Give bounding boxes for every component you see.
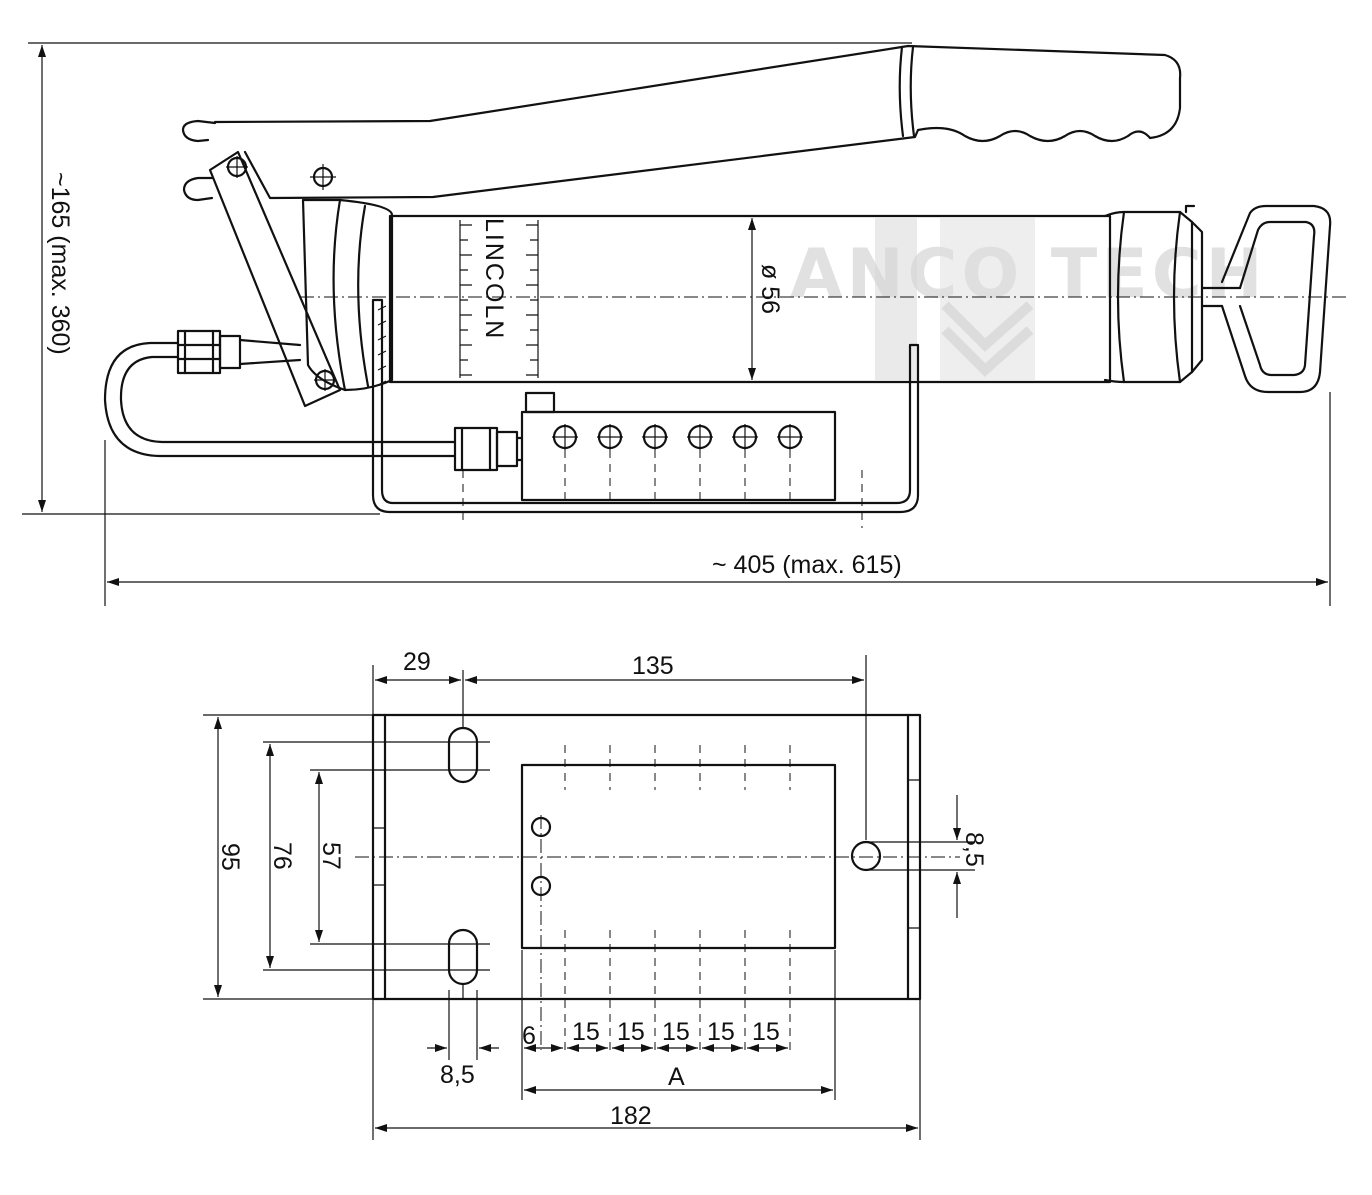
watermark-logo (875, 218, 1035, 380)
length-label: ~ 405 (max. 615) (712, 551, 902, 579)
barrel-scale (459, 220, 539, 378)
dim-pitch-label-3: 15 (662, 1018, 690, 1046)
mounting-bracket (371, 298, 920, 514)
clip-upper (181, 119, 217, 143)
dim-57-label: 57 (317, 842, 345, 870)
dim-hole-label: 8,5 (960, 832, 988, 867)
dim-a-label: A (668, 1063, 685, 1091)
dim-95-label: 95 (216, 843, 244, 871)
distributor-cap (524, 391, 556, 414)
dim-29-label: 29 (403, 648, 431, 676)
distributor-block (520, 410, 837, 502)
hose (103, 341, 457, 458)
plate-hole-right (850, 840, 882, 872)
dim-6-label: 6 (522, 1022, 536, 1050)
dim-182-label: 182 (610, 1102, 652, 1130)
pump-head (301, 198, 394, 392)
hose-fitting-lower (453, 426, 524, 472)
dim-135-label: 135 (632, 652, 674, 680)
diameter-label: ø 56 (756, 264, 784, 314)
pivot-link (208, 150, 342, 408)
grease-gun-view: ANCO TECH (22, 42, 1350, 606)
barrel (388, 214, 1112, 384)
dim-pitch-label-2: 15 (617, 1018, 645, 1046)
handle-grip-collar (898, 45, 916, 138)
mounting-slot-top (447, 726, 479, 784)
t-grip (1220, 204, 1332, 394)
lever-handle (213, 44, 1182, 200)
dim-slot-label: 8,5 (440, 1061, 475, 1089)
brand-label: LINCOLN (480, 218, 508, 340)
plunger-rod (1200, 286, 1242, 308)
dim-76-label: 76 (268, 842, 296, 870)
height-label: ~165 (max. 360) (46, 172, 74, 355)
dim-pitch-label-5: 15 (752, 1018, 780, 1046)
clip-lower (182, 176, 214, 202)
mounting-slot-bottom (447, 928, 479, 986)
mounting-plate-view: 29 135 95 76 57 8,5 8,5 6 15 15 15 15 15… (203, 648, 988, 1140)
dim-pitch-label-4: 15 (707, 1018, 735, 1046)
outlet-ports (552, 424, 803, 500)
hose-fitting-upper (176, 329, 302, 375)
dim-pitch-label-1: 15 (572, 1018, 600, 1046)
